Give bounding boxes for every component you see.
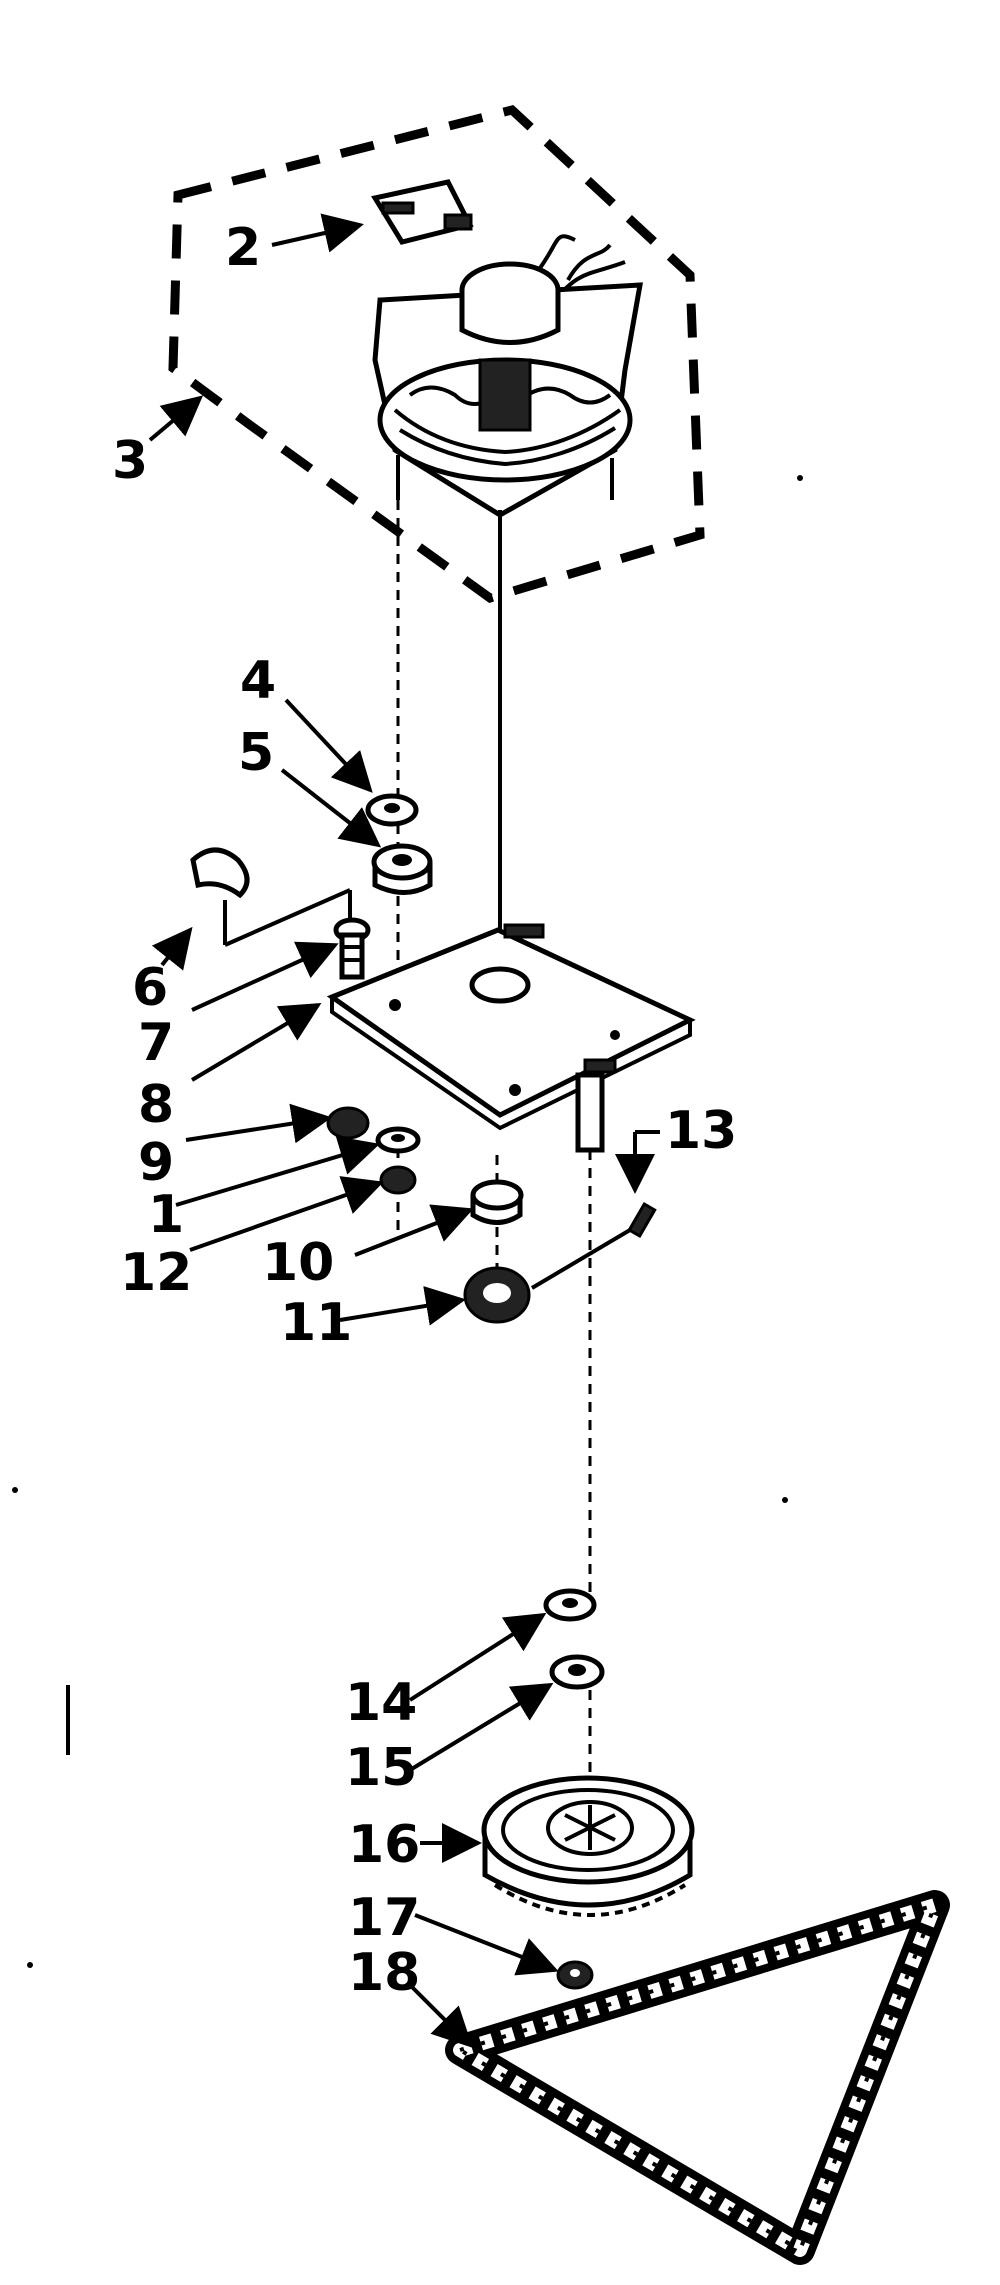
part-12-nut: [379, 1165, 417, 1195]
part-4-washer: [365, 793, 419, 827]
part-5-grommet: [371, 843, 433, 895]
part-18-chain: [445, 1890, 950, 2265]
part-17-nut: [556, 1960, 594, 1990]
label-12: 12: [120, 1243, 192, 1303]
label-11: 11: [280, 1293, 352, 1353]
part-15-washer: [549, 1654, 605, 1690]
label-2: 2: [225, 218, 261, 278]
label-4: 4: [240, 651, 276, 711]
label-1: 1: [148, 1185, 184, 1245]
label-5: 5: [238, 723, 274, 783]
part-7-screw: [333, 917, 371, 980]
label-17: 17: [348, 1888, 420, 1948]
label-13: 13: [665, 1101, 737, 1161]
label-15: 15: [345, 1738, 417, 1798]
part-9-nut: [326, 1106, 370, 1140]
part-16-gear: [481, 1775, 695, 1917]
label-3: 3: [112, 431, 148, 491]
scan-marks: [12, 475, 803, 1968]
motor-assembly-outline: [168, 105, 705, 603]
label-10: 10: [262, 1233, 334, 1293]
part-14-washer: [543, 1588, 597, 1622]
label-9: 9: [138, 1133, 174, 1193]
motor-body: [372, 234, 644, 570]
label-7: 7: [138, 1013, 174, 1073]
part-2-clip: [371, 179, 474, 245]
label-6: 6: [132, 958, 168, 1018]
label-8: 8: [138, 1075, 174, 1135]
part-13-pin: [627, 1201, 657, 1239]
part-6-clip: [190, 847, 352, 947]
label-14: 14: [345, 1673, 417, 1733]
leader-arrows: [148, 213, 660, 2048]
part-labels: 2 3 4 5 6 7 8 9 1 12 10 11 13 14 15 16 1…: [112, 218, 737, 2003]
label-18: 18: [348, 1943, 420, 2003]
part-8-mounting-plate: [326, 923, 696, 1153]
part-11-sprocket-small: [463, 1266, 531, 1324]
part-10-spacer: [470, 1179, 524, 1225]
part-1-washer: [375, 1126, 421, 1154]
label-16: 16: [348, 1815, 420, 1875]
